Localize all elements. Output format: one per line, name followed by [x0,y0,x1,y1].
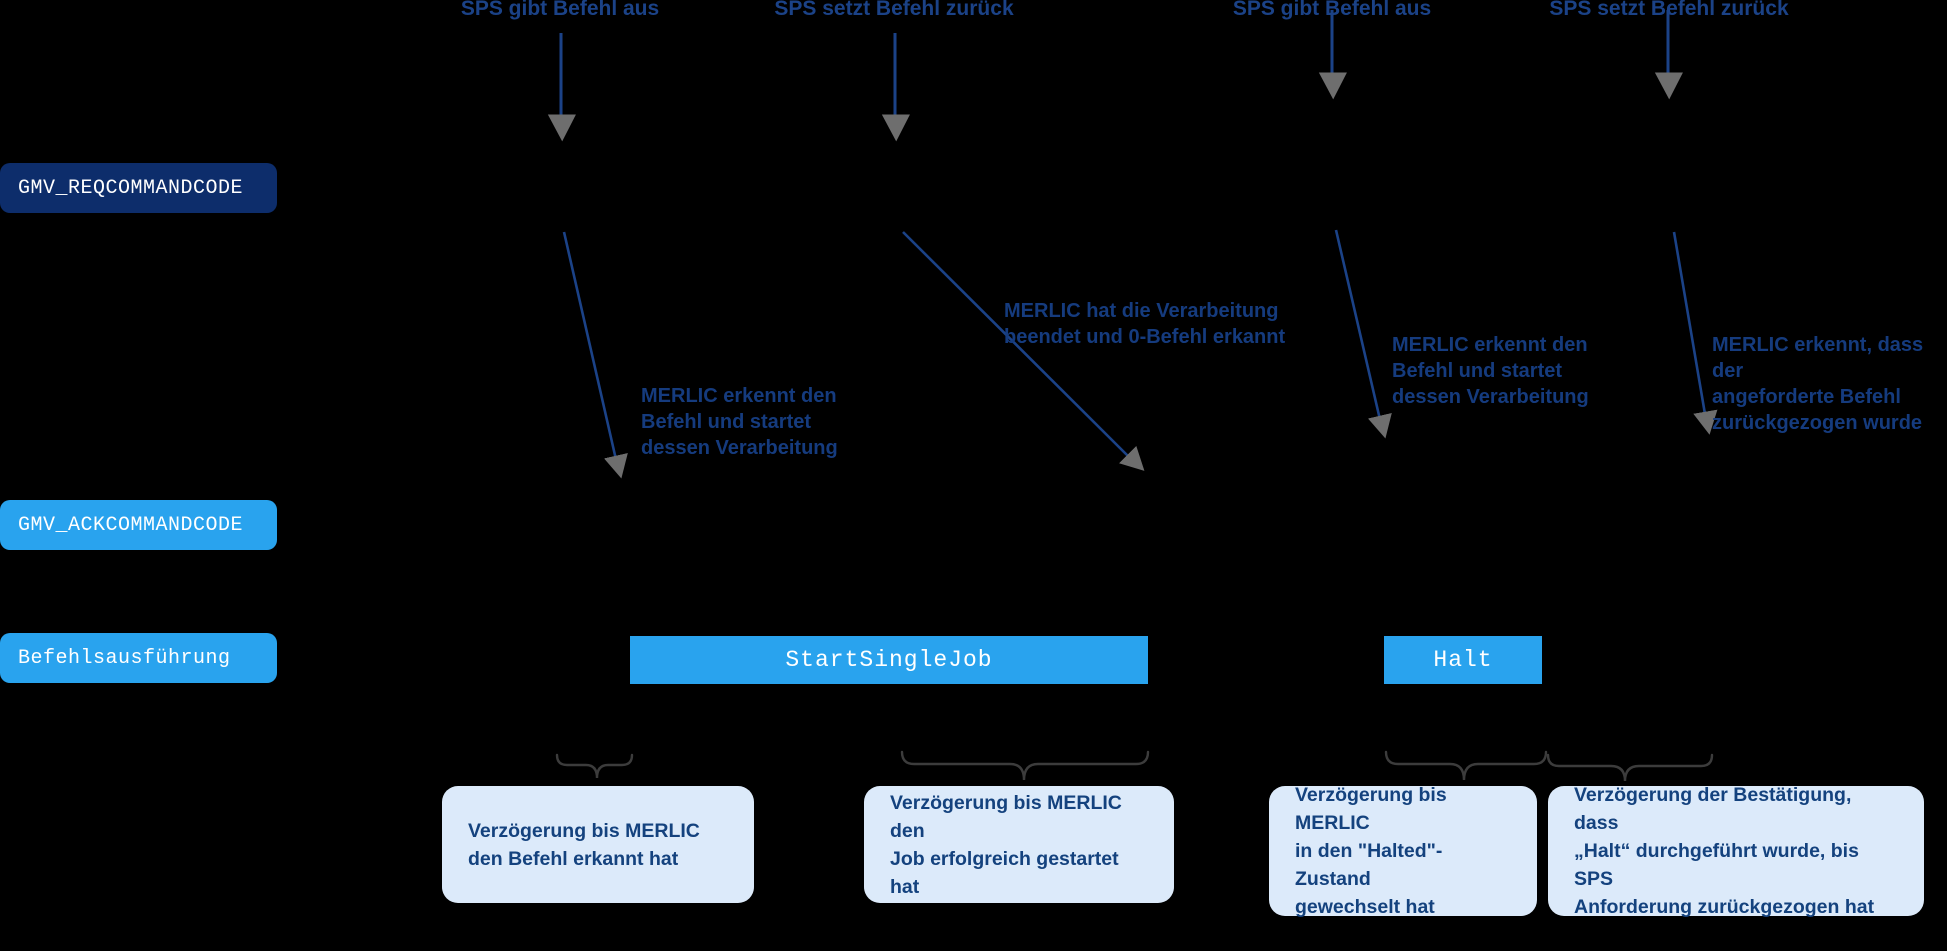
brace-2 [900,750,1150,781]
note-box-verzoegerung-bestaetigung-halt: Verzögerung der Bestätigung, dass „Halt“… [1548,784,1924,918]
row-label-text: GMV_ACKCOMMANDCODE [18,513,244,537]
diag-arrow-4 [1672,231,1718,435]
row-label-text: Befehlsausführung [18,646,231,670]
top-caption-sps-gibt-befehl-aus-1: SPS gibt Befehl aus [460,0,660,20]
annotation-merlic-erkennt-zurueckgezogen: MERLIC erkennt, dass der angeforderte Be… [1712,334,1924,434]
brace-3 [1384,750,1548,781]
row-label-befehlsausfuehrung[interactable]: Befehlsausführung [0,633,277,683]
note-box-verzoegerung-befehl-erkannt: Verzögerung bis MERLIC den Befehl erkann… [442,786,754,903]
execution-bar-label: Halt [1433,647,1493,673]
note-box-verzoegerung-halted-zustand: Verzögerung bis MERLIC in den "Halted"-Z… [1269,784,1537,918]
row-label-req-commandcode[interactable]: GMV_REQCOMMANDCODE [0,163,277,213]
annotation-merlic-erkennt-befehl-1: MERLIC erkennt den Befehl und startet de… [641,385,838,459]
note-box-verzoegerung-job-gestartet: Verzögerung bis MERLIC den Job erfolgrei… [864,786,1174,903]
diag-arrow-1 [562,231,628,479]
execution-bar-start-single-job[interactable]: StartSingleJob [630,636,1148,684]
brace-4 [1546,753,1714,782]
row-label-ack-commandcode[interactable]: GMV_ACKCOMMANDCODE [0,500,277,550]
annotation-merlic-erkennt-befehl-2: MERLIC erkennt den Befehl und startet de… [1392,334,1589,408]
top-caption-sps-setzt-befehl-zurueck-1: SPS setzt Befehl zurück [774,0,1014,20]
execution-bar-halt[interactable]: Halt [1384,636,1542,684]
execution-bar-label: StartSingleJob [785,647,993,673]
top-caption-sps-setzt-befehl-zurueck-2: SPS setzt Befehl zurück [1549,0,1789,20]
diag-arrow-3 [1334,229,1392,439]
annotation-merlic-verarbeitung-beendet: MERLIC hat die Verarbeitung beendet und … [1004,300,1286,348]
top-caption-sps-gibt-befehl-aus-2: SPS gibt Befehl aus [1232,0,1432,20]
brace-1 [555,753,634,779]
row-label-text: GMV_REQCOMMANDCODE [18,176,244,200]
